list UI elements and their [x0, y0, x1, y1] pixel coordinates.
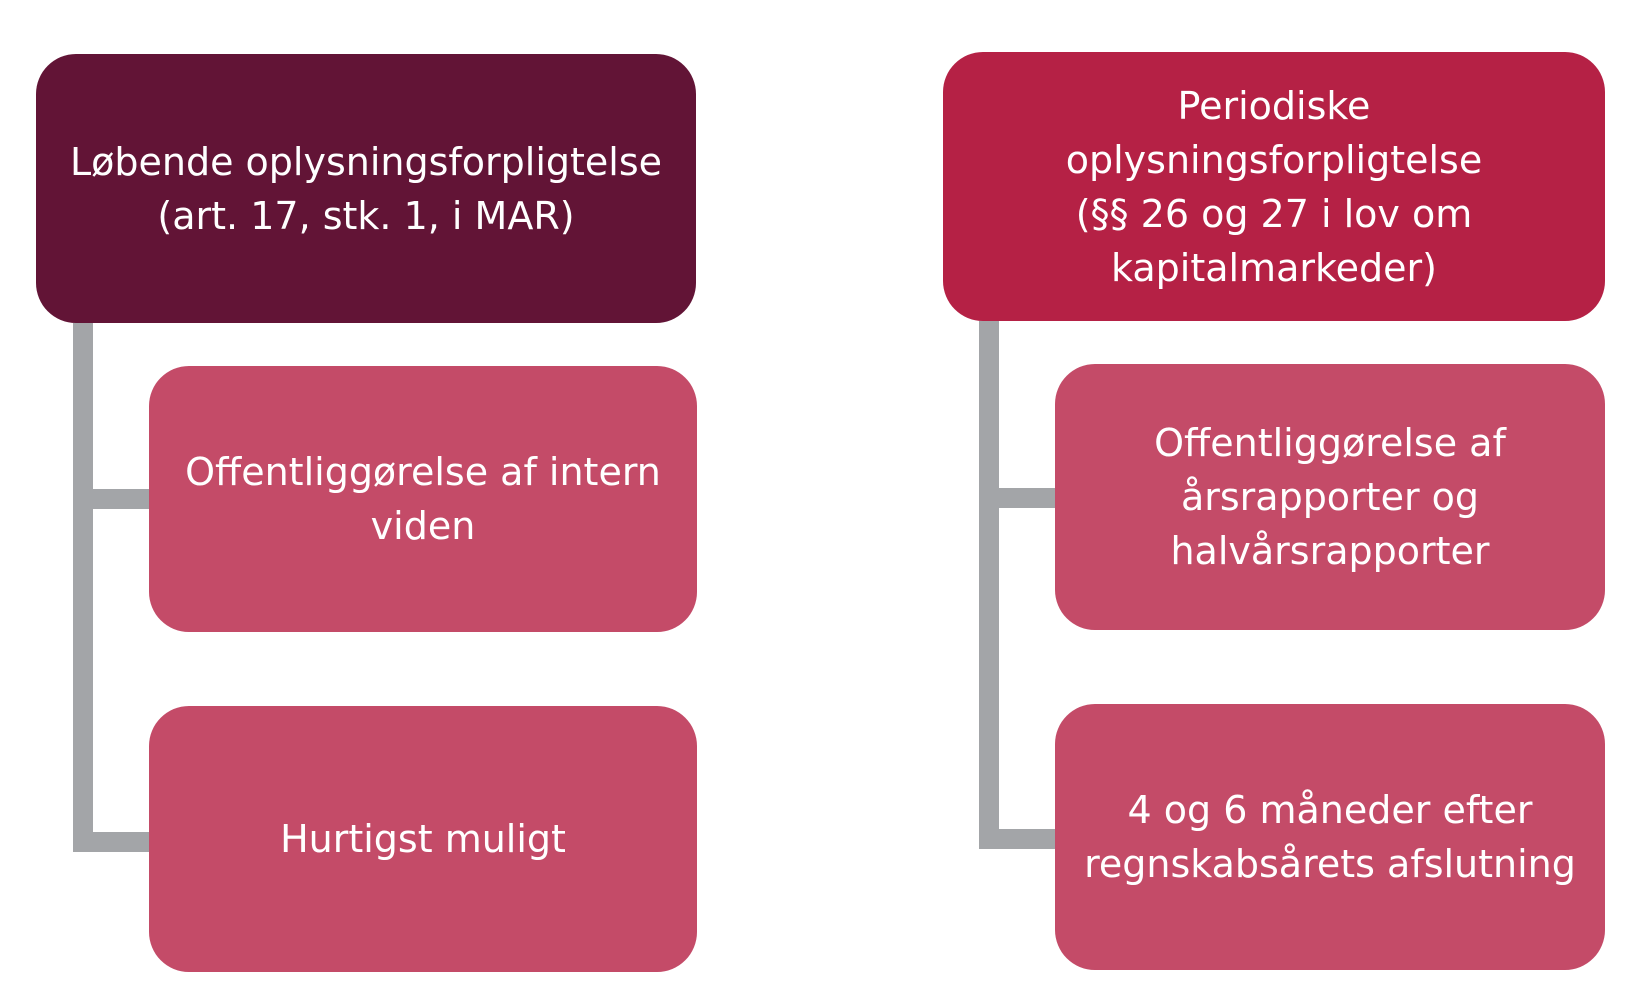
- right-child-box-1: Offentliggørelse af årsrapporter og halv…: [1055, 364, 1605, 630]
- left-child-2-text: Hurtigst muligt: [280, 812, 566, 866]
- right-header-line-2: oplysningsforpligtelse: [1065, 137, 1483, 182]
- left-child-1-text: Offentliggørelse af intern viden: [185, 445, 661, 553]
- right-child-box-2: 4 og 6 måneder efter regnskabsårets afsl…: [1055, 704, 1605, 970]
- left-header-text: Løbende oplysningsforpligtelse (art. 17,…: [70, 135, 662, 243]
- left-tree-branch-connector-1: [73, 489, 149, 509]
- right-child-1-line-3: halvårsrapporter: [1170, 529, 1490, 573]
- right-header-line-1: Periodiske: [1177, 83, 1371, 128]
- right-child-1-line-1: Offentliggørelse af: [1154, 421, 1506, 465]
- right-tree-branch-connector-1: [979, 488, 1055, 508]
- left-tree-vertical-connector: [73, 323, 93, 852]
- right-child-2-text: 4 og 6 måneder efter regnskabsårets afsl…: [1084, 783, 1576, 891]
- left-child-box-1: Offentliggørelse af intern viden: [149, 366, 697, 632]
- right-child-2-line-1: 4 og 6 måneder efter: [1127, 788, 1533, 832]
- left-header-line-1: Løbende oplysningsforpligtelse: [69, 139, 663, 184]
- right-header-text: Periodiske oplysningsforpligtelse (§§ 26…: [1066, 79, 1482, 295]
- right-tree-branch-connector-2: [979, 829, 1055, 849]
- left-tree-branch-connector-2: [73, 832, 149, 852]
- left-header-box: Løbende oplysningsforpligtelse (art. 17,…: [36, 54, 696, 323]
- right-child-1-line-2: årsrapporter og: [1180, 475, 1480, 519]
- right-header-line-4: kapitalmarkeder): [1111, 245, 1437, 290]
- left-child-box-2: Hurtigst muligt: [149, 706, 697, 972]
- right-header-box: Periodiske oplysningsforpligtelse (§§ 26…: [943, 52, 1605, 321]
- right-header-line-3: (§§ 26 og 27 i lov om: [1075, 191, 1473, 236]
- right-tree-vertical-connector: [979, 321, 999, 849]
- left-child-1-line-2: viden: [370, 504, 476, 548]
- right-child-2-line-2: regnskabsårets afslutning: [1084, 842, 1576, 886]
- right-child-1-text: Offentliggørelse af årsrapporter og halv…: [1154, 416, 1506, 578]
- left-header-line-2: (art. 17, stk. 1, i MAR): [157, 193, 575, 238]
- left-child-2-line-1: Hurtigst muligt: [280, 817, 566, 861]
- left-child-1-line-1: Offentliggørelse af intern: [185, 450, 661, 494]
